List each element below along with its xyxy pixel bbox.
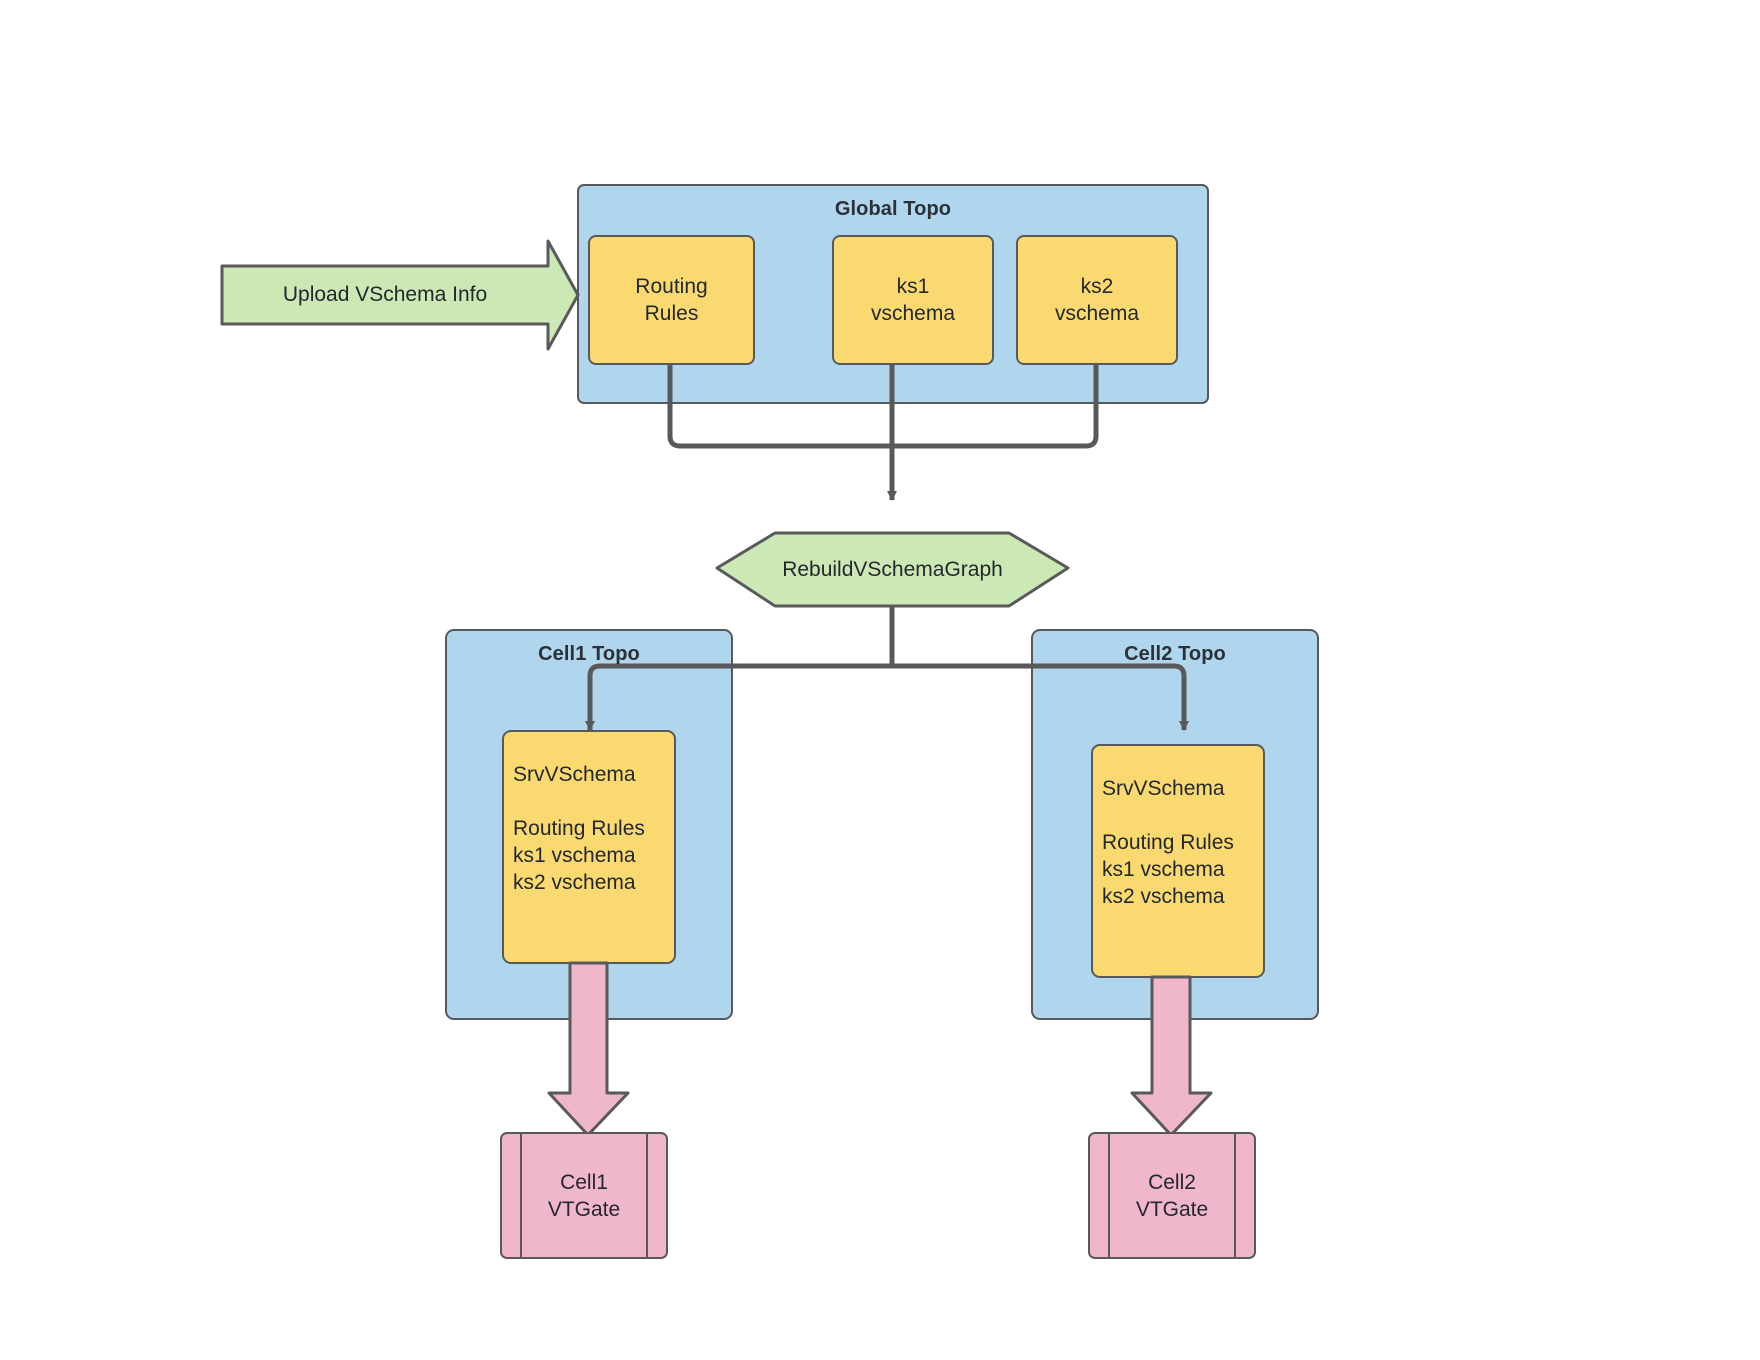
cell1-vtgate-box-shape: [500, 1132, 668, 1259]
cell2-srvvschema-box[interactable]: SrvVSchema Routing Rules ks1 vschema ks2…: [1092, 745, 1264, 977]
global-topo-title: Global Topo: [834, 198, 952, 220]
cell2-vtgate-label: Cell2 VTGate: [1135, 1170, 1209, 1221]
ks2-vschema-label: ks2 vschema: [1054, 275, 1140, 325]
rebuild-to-cells-connector: [587, 606, 1187, 710]
ks2-vschema-box[interactable]: ks2 vschema: [1017, 236, 1177, 364]
cell2-vtgate-block-arrow: [1130, 975, 1213, 1137]
cell1-vtgate-label: Cell1 VTGate: [547, 1170, 621, 1221]
upload-vschema-arrow-shape: [220, 239, 580, 351]
cell2-srvvschema-text: SrvVSchema Routing Rules ks1 vschema ks2…: [1102, 777, 1234, 908]
global-topo-box: Global Topo: [578, 185, 1208, 403]
cell1-topo-box: Cell1 Topo: [446, 630, 732, 1019]
cell2-topo-title: Cell2 Topo: [1124, 643, 1226, 665]
routing-rules-box[interactable]: Routing Rules: [589, 236, 754, 364]
cell1-srvvschema-box[interactable]: SrvVSchema Routing Rules ks1 vschema ks2…: [503, 731, 675, 963]
ks1-vschema-box-shape: [832, 235, 994, 365]
cell1-topo-title: Cell1 Topo: [538, 643, 640, 665]
cell1-srvvschema-text: SrvVSchema Routing Rules ks1 vschema ks2…: [513, 763, 645, 894]
cell2-topo-box: Cell2 Topo: [1032, 630, 1318, 1019]
cell1-vtgate-block-arrow: [547, 961, 630, 1137]
cell2-vtgate-box-shape: [1088, 1132, 1256, 1259]
routing-rules-label: Routing Rules: [635, 275, 708, 325]
global-to-rebuild-connector: [667, 364, 1099, 449]
ks1-vschema-label: ks1 vschema: [870, 275, 956, 325]
cell1-vtgate-box[interactable]: Cell1 VTGate: [501, 1133, 667, 1258]
rebuild-vschema-graph-hexagon-shape: [715, 531, 1070, 608]
ks1-vschema-box[interactable]: ks1 vschema: [833, 236, 993, 364]
cell2-vtgate-box[interactable]: Cell2 VTGate: [1089, 1133, 1255, 1258]
